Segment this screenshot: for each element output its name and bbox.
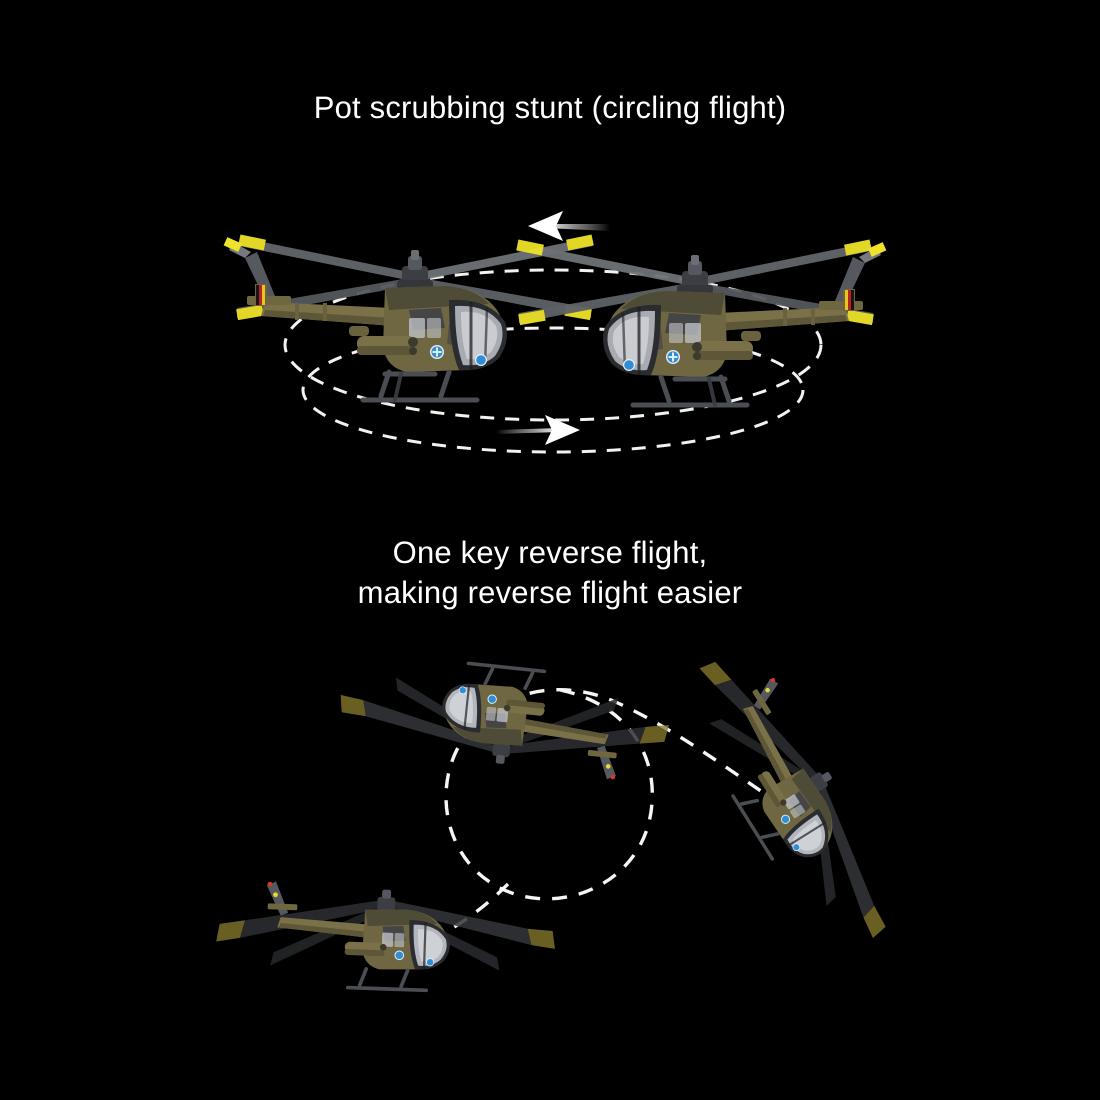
arrow-right-bottom: [496, 415, 580, 445]
flight-path-ellipse-outer: [283, 268, 823, 422]
helicopter-upright-left: [212, 877, 559, 997]
page-title-reverse: One key reverse flight, making reverse f…: [357, 535, 743, 610]
arrow-left-top: [528, 211, 610, 241]
flight-path-loop: [444, 688, 803, 901]
helicopter-right: [516, 240, 886, 405]
helicopter-left: [224, 235, 594, 400]
flight-path-ellipse-inner: [301, 326, 805, 454]
flight-path-loop-exit: [445, 882, 510, 934]
helicopter-inverted-top: [332, 648, 676, 787]
page-title-circling: Pot scrubbing stunt (circling flight): [313, 90, 787, 125]
helicopter-banked-right: [664, 635, 921, 963]
